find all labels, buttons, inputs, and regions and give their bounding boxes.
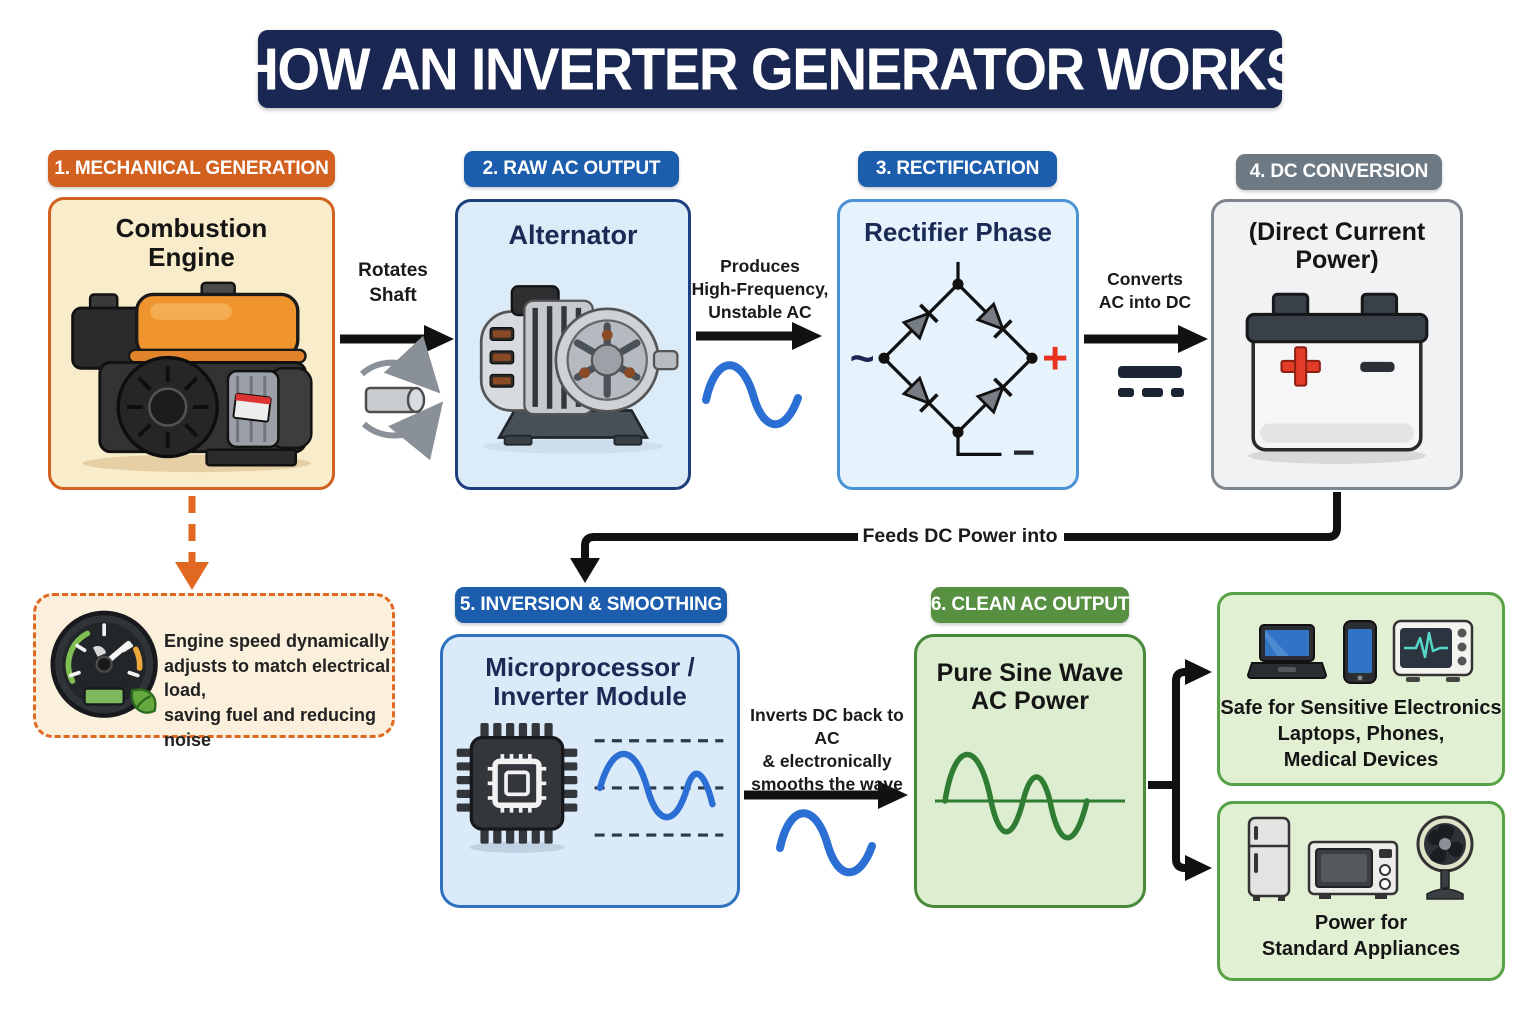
- diode-bridge-icon: ~ + −: [850, 262, 1068, 472]
- laptop-icon: [1246, 624, 1328, 679]
- badge-step2-label: 2. RAW AC OUTPUT: [482, 158, 661, 179]
- badge-step3-rectification: 3. RECTIFICATION: [858, 151, 1057, 187]
- microchip-icon: [456, 723, 578, 854]
- ac-sine-wave-icon: [776, 809, 876, 877]
- pure-sine-wave-icon: [935, 752, 1125, 841]
- badge-step1-mechanical-generation: 1. MECHANICAL GENERATION: [48, 150, 335, 187]
- badge-step6-clean-ac-output: 6. CLEAN AC OUTPUT: [931, 587, 1129, 623]
- badge-step1-label: 1. MECHANICAL GENERATION: [54, 157, 329, 179]
- arrow-engine-to-alternator: [340, 325, 454, 353]
- arrow-rectifier-to-battery: [1084, 325, 1208, 353]
- arrow-alternator-to-rectifier: [696, 322, 822, 350]
- step2-box-title: Alternator: [508, 220, 638, 250]
- feeds-dc-text: Feeds DC Power into: [862, 525, 1058, 547]
- battery-icon: [1245, 292, 1429, 464]
- dc-symbol-icon: [1118, 366, 1184, 397]
- step3-rectifier-box: Rectifier Phase ~ + −: [837, 199, 1079, 490]
- step3-box-title: Rectifier Phase: [864, 217, 1052, 247]
- page-title-text: HOW AN INVERTER GENERATOR WORKS: [239, 35, 1302, 103]
- badge-step4-dc-conversion: 4. DC CONVERSION: [1236, 154, 1442, 190]
- badge-step5-inversion-smoothing: 5. INVERSION & SMOOTHING: [455, 587, 727, 623]
- badge-step2-raw-ac-output: 2. RAW AC OUTPUT: [464, 151, 679, 187]
- standard-appliances-icons: [1220, 815, 1502, 902]
- badge-step5-label: 5. INVERSION & SMOOTHING: [459, 594, 723, 615]
- step5-inverter-box: Microprocessor /Inverter Module: [440, 634, 740, 908]
- badge-step4-label: 4. DC CONVERSION: [1249, 161, 1429, 182]
- minus-symbol: −: [1013, 432, 1036, 472]
- fan-icon: [1416, 815, 1474, 900]
- ac-tilde-symbol: ~: [850, 335, 875, 383]
- eco-gauge-icon: [50, 610, 158, 718]
- rotating-shaft-icon: [359, 335, 444, 461]
- smoothed-wave-icon: [594, 739, 724, 837]
- medical-monitor-icon: [1392, 619, 1474, 682]
- sensitive-electronics-icons: [1220, 607, 1502, 685]
- ac-sine-wave-icon: [702, 361, 802, 429]
- eco-dashed-arrow: [175, 496, 209, 590]
- refrigerator-icon: [1247, 816, 1291, 901]
- page-title: HOW AN INVERTER GENERATOR WORKS: [239, 30, 1302, 108]
- microwave-icon: [1307, 840, 1399, 899]
- alternator-icon: [479, 285, 679, 454]
- step2-alternator-box: Alternator: [455, 199, 691, 490]
- feeds-dc-label: Feeds DC Power into: [862, 524, 1058, 550]
- badge-step6-label: 6. CLEAN AC OUTPUT: [930, 594, 1130, 615]
- combustion-engine-icon: [70, 281, 313, 473]
- plus-symbol: +: [1042, 334, 1068, 383]
- step5-box-title: Microprocessor /Inverter Module: [485, 652, 695, 712]
- badge-step3-label: 3. RECTIFICATION: [875, 158, 1040, 179]
- smartphone-icon: [1343, 620, 1377, 684]
- output-fanout-connector: [1148, 659, 1212, 881]
